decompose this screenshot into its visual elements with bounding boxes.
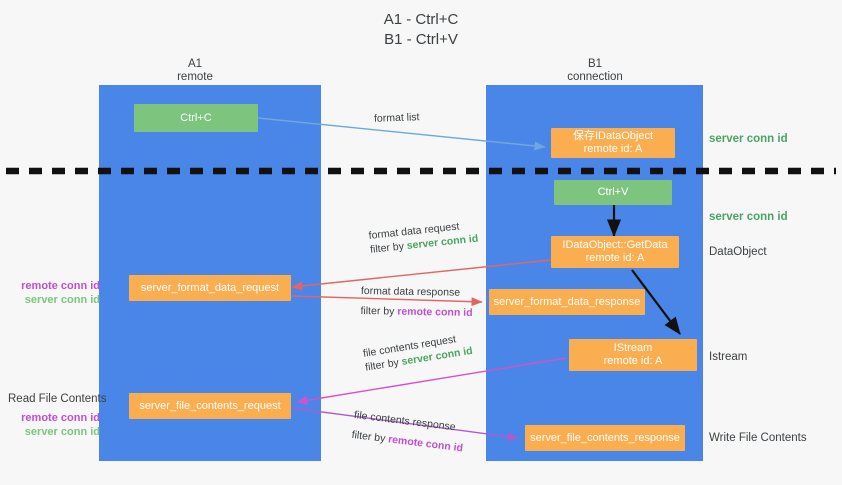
side-label-server-conn-id-top: server conn id <box>709 133 788 145</box>
side-label-read-file-contents: Read File Contents <box>8 393 107 405</box>
column-header-b1: B1 connection <box>530 58 660 84</box>
node-server-file-contents-request-label: server_file_contents_request <box>139 399 281 412</box>
side-label-write-file-contents: Write File Contents <box>709 432 807 444</box>
node-getdata-line2: remote id: A <box>585 252 645 264</box>
node-save-dataobject-line2: remote id: A <box>583 143 643 155</box>
legend-conn-ids-file: remote conn id server conn id <box>8 411 100 439</box>
filter-key-remote-conn-id: remote conn id <box>397 305 473 319</box>
legend-remote-conn-id-format: remote conn id <box>21 280 100 292</box>
edge-label-file-contents-request: file contents request filter by server c… <box>362 330 474 375</box>
column-a1-sub: remote <box>177 71 213 83</box>
node-server-format-data-response-label: server_format_data_response <box>493 295 641 308</box>
page-title: A1 - Ctrl+C B1 - Ctrl+V <box>0 10 842 50</box>
node-ctrl-c-label: Ctrl+C <box>180 111 212 124</box>
node-server-format-data-response[interactable]: server_format_data_response <box>489 289 645 315</box>
legend-server-conn-id-format: server conn id <box>24 294 100 306</box>
edge-label-format-data-response: format data response filter by remote co… <box>360 284 473 320</box>
column-a1-name: A1 <box>187 58 203 70</box>
title-line-2: B1 - Ctrl+V <box>384 31 458 48</box>
legend-server-conn-id-file: server conn id <box>24 426 100 438</box>
node-save-dataobject[interactable]: 保存IDataObject remote id: A <box>551 128 675 158</box>
column-b1-sub: connection <box>567 71 623 83</box>
node-ctrl-v[interactable]: Ctrl+V <box>554 180 672 205</box>
node-istream-line1: IStream <box>613 342 653 354</box>
column-b1-name: B1 <box>587 58 603 70</box>
side-label-dataobject: DataObject <box>709 246 767 258</box>
side-label-istream: Istream <box>709 351 748 363</box>
filter-prefix: filter by <box>360 304 398 318</box>
edge-format-data-response-title: format data response <box>360 284 461 299</box>
node-ctrl-v-label: Ctrl+V <box>597 186 629 198</box>
node-getdata-line1: IDataObject::GetData <box>562 239 668 251</box>
node-save-dataobject-line1: 保存IDataObject <box>572 130 654 142</box>
node-server-format-data-request-label: server_format_data_request <box>140 281 280 294</box>
filter-prefix: filter by <box>350 428 389 446</box>
node-ctrl-c[interactable]: Ctrl+C <box>134 104 258 132</box>
node-idataobject-getdata[interactable]: IDataObject::GetData remote id: A <box>551 236 679 268</box>
edge-label-format-data-request: format data request filter by server con… <box>368 218 479 257</box>
edge-label-file-contents-response: file contents response filter by remote … <box>351 408 466 455</box>
divider-dashed-line <box>6 167 836 175</box>
filter-key-remote-conn-id: remote conn id <box>387 433 464 455</box>
edge-format-data-response-filter: filter by remote conn id <box>360 304 472 320</box>
legend-remote-conn-id-file: remote conn id <box>21 412 100 424</box>
node-istream-line2: remote id: A <box>603 355 663 367</box>
node-server-file-contents-response[interactable]: server_file_contents_response <box>525 425 685 451</box>
column-header-a1: A1 remote <box>130 58 260 84</box>
title-line-1: A1 - Ctrl+C <box>383 11 459 28</box>
legend-conn-ids-format: remote conn id server conn id <box>8 279 100 307</box>
side-label-server-conn-id-mid: server conn id <box>709 211 788 223</box>
filter-prefix: filter by <box>369 240 408 256</box>
node-server-format-data-request[interactable]: server_format_data_request <box>129 275 291 301</box>
node-server-file-contents-response-label: server_file_contents_response <box>530 431 680 444</box>
node-server-file-contents-request[interactable]: server_file_contents_request <box>129 393 291 419</box>
edge-label-format-list: format list <box>373 111 420 125</box>
node-istream[interactable]: IStream remote id: A <box>569 339 697 371</box>
